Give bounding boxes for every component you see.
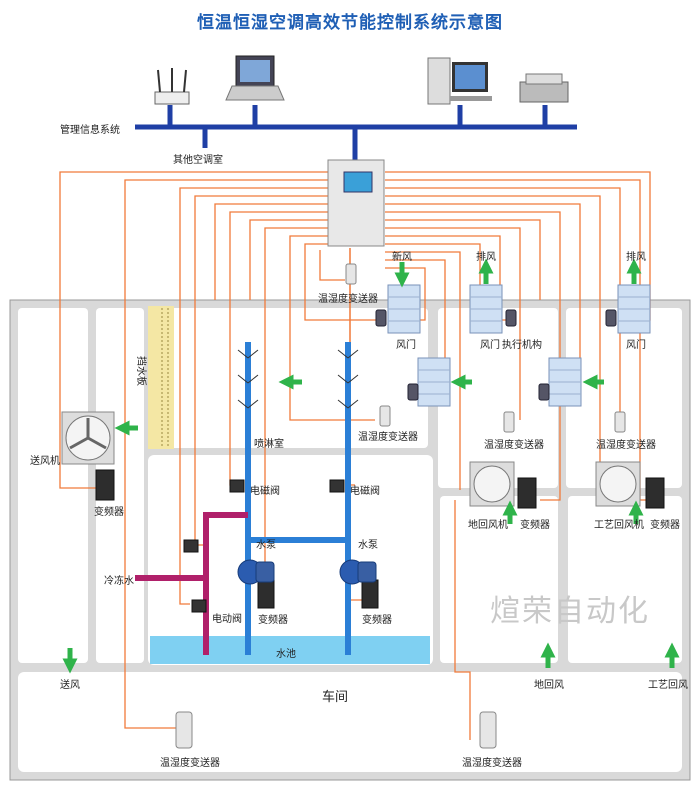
label-exhaust-1: 排风 (476, 252, 496, 263)
label-th-sensor-spray: 温湿度变送器 (358, 432, 418, 443)
label-mis: 管理信息系统 (60, 125, 120, 136)
return-fan-icons (469, 461, 641, 507)
label-process-return: 工艺回风 (648, 680, 688, 691)
label-exhaust-2: 排风 (626, 252, 646, 263)
desktop-computer-icon (427, 57, 492, 105)
airflow-arrows (62, 258, 680, 674)
diagram-title: 恒温恒湿空调高效节能控制系统示意图 (197, 13, 503, 33)
label-th-sensor-right: 温湿度变送器 (596, 440, 656, 451)
humidity-sensor-icons (175, 263, 626, 749)
label-vfd-supply: 变频器 (94, 507, 124, 518)
pump-icons (237, 559, 377, 585)
label-vfd-return: 变频器 (520, 520, 550, 531)
water-pipes (245, 342, 351, 655)
label-motor-valve: 电动阀 (212, 614, 242, 625)
supply-fan-icon (61, 411, 115, 465)
watermark: 煊荣自动化 (490, 594, 650, 629)
label-th-sensor-top: 温湿度变送器 (318, 294, 378, 305)
router-icon (154, 68, 190, 105)
label-vfd-pump-2: 变频器 (362, 615, 392, 626)
label-damper-2: 风门 (480, 340, 500, 351)
label-chilled-water: 冷冻水 (104, 576, 134, 587)
water-curtain (148, 306, 174, 449)
label-supply-fan: 送风机 (30, 456, 60, 467)
mis-bus (135, 105, 577, 162)
label-water-curtain: 挡水板 (135, 356, 146, 386)
label-supply-air: 送风 (60, 680, 80, 691)
label-floor-return: 地回风 (534, 680, 564, 691)
label-solenoid-1: 电磁阀 (250, 486, 280, 497)
label-damper-3: 风门 (626, 340, 646, 351)
label-spray-room: 喷淋室 (254, 439, 284, 450)
label-other-ac-room: 其他空调室 (173, 155, 223, 166)
vfd-icons (95, 469, 665, 609)
label-th-sensor-bottom-mid: 温湿度变送器 (462, 758, 522, 769)
label-pool: 水池 (276, 649, 296, 660)
label-pump-1: 水泵 (256, 540, 276, 551)
label-pump-2: 水泵 (358, 540, 378, 551)
label-workshop: 车间 (322, 690, 349, 705)
label-th-sensor-mid: 温湿度变送器 (484, 440, 544, 451)
printer-icon (519, 73, 569, 103)
laptop-icon (225, 55, 285, 101)
label-solenoid-2: 电磁阀 (350, 486, 380, 497)
label-actuator: 执行机构 (502, 340, 542, 351)
label-vfd-process: 变频器 (650, 520, 680, 531)
valve-icons (183, 479, 345, 613)
label-th-sensor-bottom-left: 温湿度变送器 (160, 758, 220, 769)
label-damper-1: 风门 (396, 340, 416, 351)
label-process-fan: 工艺回风机 (594, 520, 644, 531)
spray-nozzles (237, 349, 359, 409)
label-return-fan: 地回风机 (468, 520, 508, 531)
label-vfd-pump-1: 变频器 (258, 615, 288, 626)
control-cabinet-icon (327, 159, 385, 247)
actuator-icons (375, 309, 617, 401)
water-curtain-hatch (161, 308, 169, 448)
label-fresh-air: 新风 (392, 252, 412, 263)
signal-wires (59, 171, 651, 740)
water-pool (150, 636, 430, 664)
damper-slats (388, 296, 650, 395)
